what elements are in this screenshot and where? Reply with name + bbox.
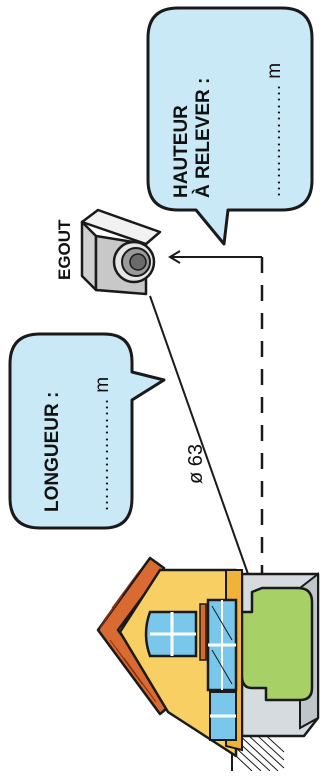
longueur-callout: LONGUEUR : ……………… m [8,332,166,530]
hauteur-blank: ……………… m [264,63,285,198]
pipe-line: ø 63 [149,295,249,575]
egout-label: EGOUT [55,219,74,280]
pump-pit [240,571,320,738]
longueur-bubble [8,332,166,530]
hauteur-bubble [146,6,314,246]
longueur-blank: ……………… m [92,377,113,512]
pipe-diameter-label: ø 63 [185,444,207,484]
longueur-title: LONGUEUR : [42,392,63,512]
house-rail [199,603,207,661]
house-window-arched [144,610,198,658]
house-window-lower [206,598,238,741]
hauteur-line2: À RELEVER : [192,78,214,198]
hauteur-callout: HAUTEUR À RELEVER : ……………… m [146,6,314,246]
house [96,556,243,758]
pump-tank [240,586,314,702]
height-indicator [168,250,264,578]
sewer-box [80,208,162,296]
hauteur-line1: HAUTEUR [171,105,192,198]
